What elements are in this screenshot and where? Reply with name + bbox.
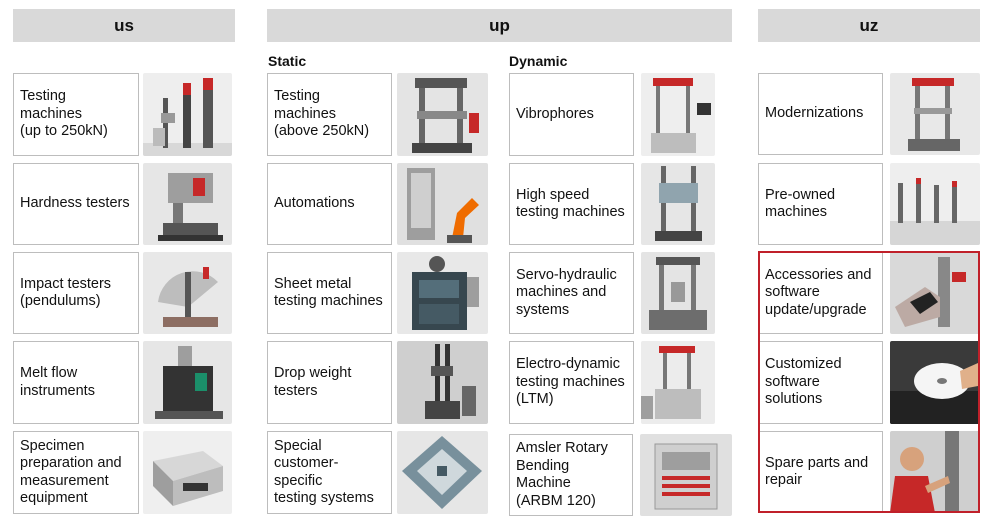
tile-vibrophores[interactable]: Vibrophores <box>509 73 634 156</box>
accessories-photo <box>890 252 980 334</box>
electro-dynamic-photo <box>641 341 715 424</box>
column-header-up: up <box>267 9 732 42</box>
tile-label: Impact testers(pendulums) <box>20 275 112 310</box>
tile-testing-machines-250kn[interactable]: Testing machines(up to 250kN) <box>13 73 139 156</box>
tile-testing-machines-above-250kn[interactable]: Testing machines(above 250kN) <box>267 73 392 156</box>
spare-parts-repair-photo <box>890 431 980 513</box>
tile-label: Modernizations <box>765 105 864 122</box>
sheet-metal-machine-photo <box>397 252 488 334</box>
tile-hardness-testers[interactable]: Hardness testers <box>13 163 139 245</box>
tile-label: Testing machines(above 250kN) <box>274 88 370 140</box>
software-cd-photo <box>890 341 980 424</box>
column-header-us: us <box>13 9 235 42</box>
column-header-uz: uz <box>758 9 980 42</box>
tile-label: Vibrophores <box>516 105 594 122</box>
large-testing-machine-photo <box>397 73 488 156</box>
automation-robot-photo <box>397 163 488 245</box>
amsler-machine-photo <box>640 434 732 516</box>
pre-owned-machines-photo <box>890 163 980 245</box>
subgroup-static-label: Static <box>268 53 307 69</box>
specimen-equipment-photo <box>143 431 232 514</box>
special-system-photo <box>397 431 488 514</box>
tile-modernizations[interactable]: Modernizations <box>758 73 883 155</box>
hardness-tester-photo <box>143 163 232 245</box>
tile-impact-testers[interactable]: Impact testers(pendulums) <box>13 252 139 334</box>
tile-label: Hardness testers <box>20 195 130 212</box>
melt-flow-photo <box>143 341 232 424</box>
modernization-photo <box>890 73 980 155</box>
servo-hydraulic-photo <box>641 252 715 334</box>
tile-label: Automations <box>274 195 355 212</box>
drop-weight-tester-photo <box>397 341 488 424</box>
testing-machines-photo <box>143 73 232 156</box>
high-speed-machine-photo <box>641 163 715 245</box>
subgroup-dynamic-label: Dynamic <box>509 53 568 69</box>
vibrophore-photo <box>641 73 715 156</box>
tile-automations[interactable]: Automations <box>267 163 392 245</box>
tile-label: Testing machines(up to 250kN) <box>20 88 108 140</box>
impact-tester-photo <box>143 252 232 334</box>
